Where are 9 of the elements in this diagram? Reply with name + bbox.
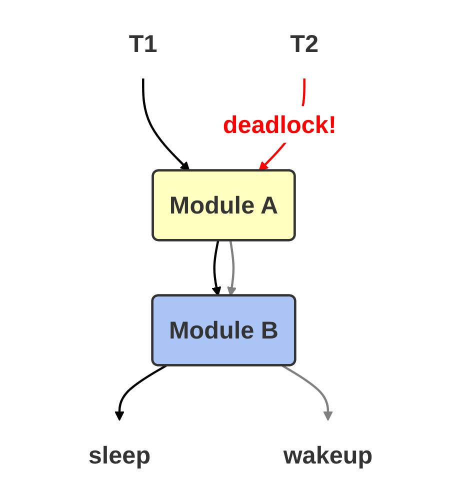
arrow [114, 364, 167, 421]
arrow [142, 78, 190, 172]
node-text: sleep [88, 441, 151, 470]
arrow [282, 364, 333, 421]
node-text: T1 [128, 30, 158, 58]
node-text: wakeup [283, 441, 373, 470]
arrow [212, 240, 222, 296]
node-text: T2 [290, 30, 319, 58]
arrow [227, 240, 237, 296]
